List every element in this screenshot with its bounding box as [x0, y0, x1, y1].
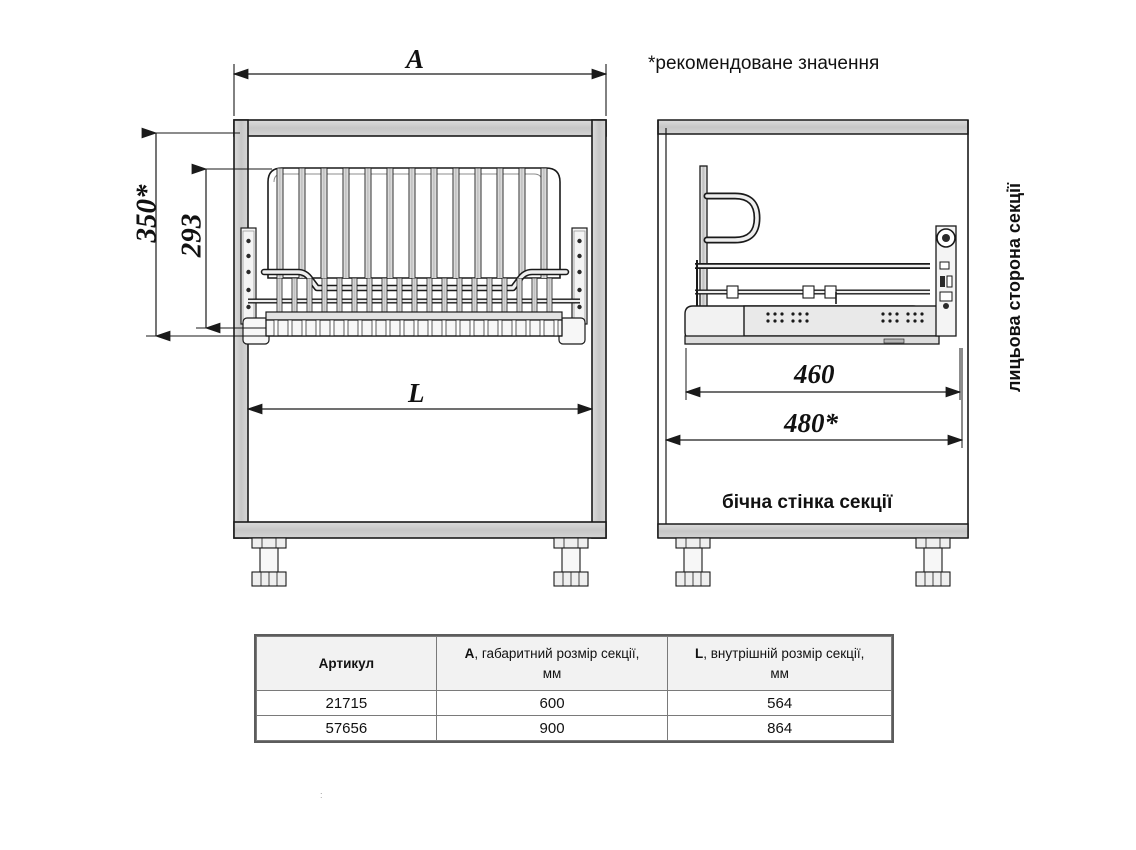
col-header-outer-size: A, габаритний розмір секції, мм	[435, 636, 669, 691]
dim-label-480: 480*	[784, 408, 838, 438]
page-artifact-mark: :	[320, 790, 323, 800]
cell-inner-size: 864	[667, 715, 892, 741]
cabinet-leg-front-left	[251, 537, 287, 587]
dimension-480	[664, 348, 964, 448]
dimension-460	[684, 348, 962, 400]
col-header-article: Артикул	[256, 636, 437, 691]
col-header-outer-text: , габаритний розмір секції,	[474, 645, 640, 661]
col-header-inner-unit: мм	[770, 665, 789, 681]
cabinet-leg-front-right	[553, 537, 589, 587]
cell-inner-size: 564	[667, 690, 892, 716]
rack-drip-tray	[265, 311, 563, 337]
table-row: 57656 900 864	[256, 715, 892, 741]
dim-label-L: L	[408, 378, 425, 408]
col-header-inner-symbol: L	[694, 645, 704, 661]
rack-rear-bracket	[935, 225, 957, 337]
cell-article: 57656	[256, 715, 437, 741]
rack-bracket-left	[240, 227, 270, 345]
rack-bracket-right	[558, 227, 588, 345]
dish-rack-side-view	[684, 165, 957, 345]
dim-label-293: 293	[175, 213, 208, 258]
col-header-outer-unit: мм	[542, 665, 562, 681]
dim-label-A: A	[406, 44, 425, 74]
col-header-outer-symbol: A	[464, 645, 475, 661]
table-row: 21715 600 564	[256, 690, 892, 716]
drawer-slide-assembly	[684, 305, 940, 345]
cabinet-leg-side-right	[915, 537, 951, 587]
col-header-inner-size: L, внутрішній розмір секції, мм	[667, 636, 892, 691]
col-header-inner-text: , внутрішній розмір секції,	[703, 645, 865, 661]
table-header-row: Артикул A, габаритний розмір секції, мм …	[256, 636, 892, 691]
rack-divider-wires	[276, 168, 548, 278]
note-side-wall: бічна стінка секції	[722, 492, 893, 513]
dimension-293	[191, 163, 272, 334]
rack-side-lower-rail	[695, 285, 930, 304]
dish-rack-front-view	[240, 167, 588, 345]
cabinet-leg-side-left	[675, 537, 711, 587]
rack-basket-wires	[276, 278, 553, 314]
cell-outer-size: 900	[435, 715, 669, 741]
dimension-350	[141, 127, 270, 342]
specification-table: Артикул A, габаритний розмір секції, мм …	[254, 634, 894, 743]
cell-article: 21715	[256, 690, 437, 716]
side-view-cabinet	[657, 119, 969, 539]
note-front-side: лицьова сторона секції	[1004, 182, 1024, 392]
dim-label-460: 460	[794, 359, 835, 389]
cell-outer-size: 600	[435, 690, 669, 716]
dimension-A	[232, 64, 608, 116]
dim-label-350: 350*	[130, 184, 163, 243]
note-recommended-value: *рекомендоване значення	[648, 53, 880, 74]
